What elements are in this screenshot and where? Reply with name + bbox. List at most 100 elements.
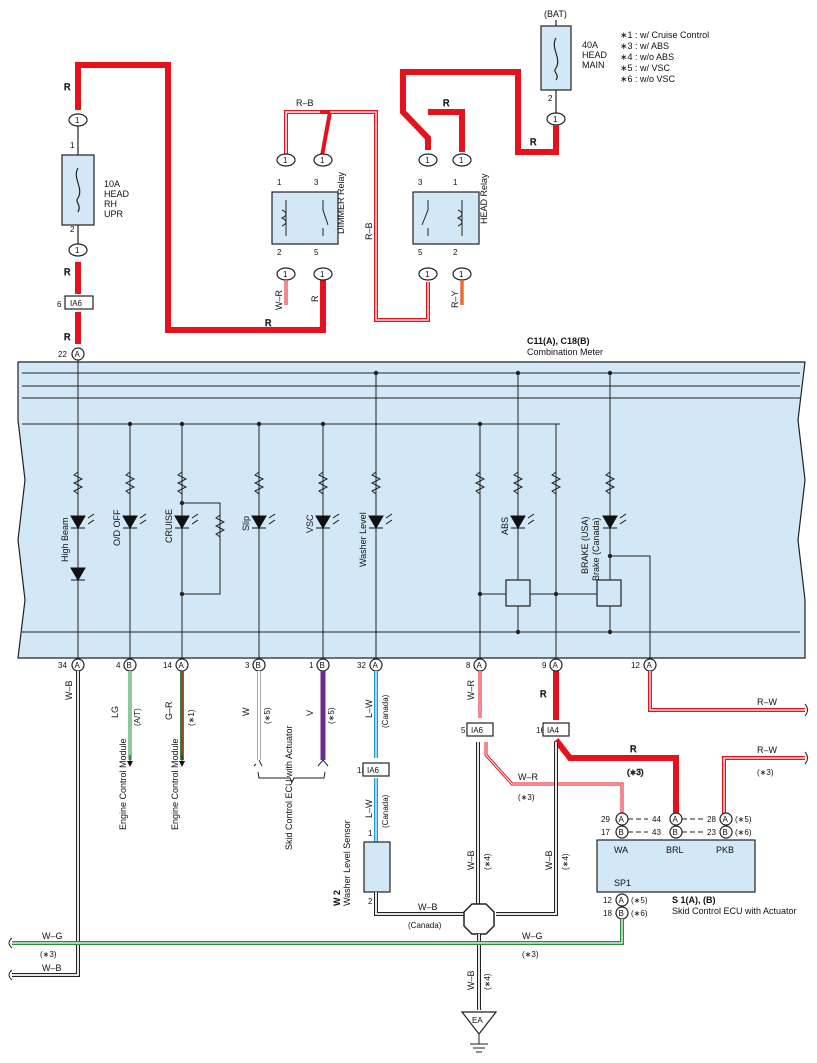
svg-text:B: B (127, 661, 132, 670)
svg-text:3: 3 (418, 178, 423, 187)
wire-label: LG (110, 706, 120, 718)
connector-label: IA6 (471, 726, 484, 735)
indicator-brake-usa: BRAKE (USA) (580, 516, 590, 574)
svg-text:1: 1 (283, 156, 288, 165)
meter-code: C11(A), C18(B) (527, 336, 590, 346)
svg-text:A: A (477, 661, 483, 670)
svg-text:(∗6): (∗6) (631, 909, 648, 918)
ground-label: EA (472, 1016, 483, 1025)
svg-text:44: 44 (652, 815, 661, 824)
note-label: (∗3) (40, 950, 57, 959)
main-fuse-rating: 40A (582, 40, 598, 50)
svg-text:16: 16 (536, 726, 545, 735)
wire-label: V (305, 710, 315, 716)
fuse-name: HEAD (104, 189, 130, 199)
wire-label: L–W (364, 799, 374, 818)
battery-label: (BAT) (544, 9, 567, 19)
svg-text:1: 1 (283, 270, 288, 279)
wire-label: R (310, 295, 320, 302)
legend-item: ∗4 : w/o ABS (620, 52, 674, 62)
svg-text:(∗5): (∗5) (735, 815, 752, 824)
indicator-brake-canada: Brake (Canada) (591, 517, 601, 581)
wire-label: R (64, 267, 71, 277)
note-label: (Canada) (381, 794, 390, 828)
note-label: (∗4) (483, 973, 492, 990)
wire-label: L–W (364, 699, 374, 718)
svg-text:22: 22 (58, 350, 67, 359)
svg-text:23: 23 (707, 828, 716, 837)
wire-label: W (241, 707, 251, 716)
svg-text:(∗5): (∗5) (631, 896, 648, 905)
indicator-slip: Slip (241, 516, 251, 531)
svg-text:2: 2 (368, 897, 373, 906)
svg-text:A: A (673, 815, 679, 824)
wire-label: W–R (466, 680, 476, 701)
ecu-pin-sp1: SP1 (614, 878, 631, 888)
svg-text:A: A (647, 661, 653, 670)
head-relay: 1 1 3 1 HEAD Relay 5 2 1 1 R–Y (412, 153, 489, 308)
connector-label: IA6 (367, 766, 380, 775)
svg-text:5: 5 (461, 726, 466, 735)
wire-label: R (530, 137, 537, 147)
note-label: (Canada) (381, 694, 390, 728)
svg-text:B: B (673, 828, 678, 837)
svg-text:9: 9 (542, 661, 547, 670)
dimmer-relay-label: DIMMER Relay (336, 171, 346, 234)
svg-text:2: 2 (277, 248, 282, 257)
svg-text:A: A (619, 896, 625, 905)
indicator-od-off: O/D OFF (112, 509, 122, 546)
svg-text:12: 12 (603, 896, 612, 905)
svg-text:2: 2 (453, 248, 458, 257)
svg-text:1: 1 (277, 178, 282, 187)
svg-text:A: A (75, 661, 81, 670)
svg-text:1: 1 (425, 156, 430, 165)
wire-label: R (443, 98, 450, 108)
svg-text:1: 1 (368, 829, 373, 838)
note-label: (∗5) (327, 707, 336, 724)
svg-text:B: B (320, 661, 325, 670)
svg-text:29: 29 (601, 815, 610, 824)
svg-text:43: 43 (652, 828, 661, 837)
svg-text:B: B (256, 661, 261, 670)
ground-icon (460, 1011, 498, 1035)
wire-label: W–B (544, 850, 554, 870)
svg-text:A: A (553, 661, 559, 670)
svg-text:A: A (75, 350, 81, 359)
skid-code: S 1(A), (B) (672, 895, 716, 905)
wire-label: W–B (42, 963, 62, 973)
rh-upr-fuse (61, 154, 95, 226)
svg-text:6: 6 (57, 300, 62, 309)
svg-text:A: A (619, 815, 625, 824)
indicator-vsc: VSC (305, 514, 315, 533)
wire-label: R–B (296, 98, 314, 108)
indicator-labels: High Beam O/D OFF CRUISE Slip VSC Washer… (60, 509, 601, 581)
connector-label: IA4 (547, 726, 560, 735)
svg-text:A: A (373, 661, 379, 670)
wire-label: W–B (466, 850, 476, 870)
note-label: (∗3) (757, 768, 774, 777)
svg-text:2: 2 (548, 94, 553, 103)
svg-text:1: 1 (75, 116, 80, 125)
wire-label: W–R (518, 772, 539, 782)
ecu-pin-wa: WA (614, 845, 628, 855)
wire-label: W–G (42, 931, 63, 941)
svg-text:1: 1 (425, 270, 430, 279)
svg-text:B: B (723, 828, 728, 837)
svg-text:1: 1 (553, 115, 558, 124)
svg-text:1: 1 (459, 270, 464, 279)
svg-text:17: 17 (601, 828, 610, 837)
wire-label: R (265, 318, 272, 328)
note-label: (Canada) (408, 921, 442, 930)
note-label: (∗3) (627, 768, 644, 777)
combination-meter-panel (17, 361, 806, 659)
svg-text:A: A (723, 815, 729, 824)
svg-text:A: A (179, 661, 185, 670)
svg-text:B: B (619, 828, 624, 837)
note-label: (∗5) (263, 707, 272, 724)
svg-text:3: 3 (245, 661, 250, 670)
note-label: (∗4) (561, 853, 570, 870)
ecm-label: Engine Control Module (170, 738, 180, 830)
bottom-pins: 34 A 4 B 14 A 3 B 1 B 32 A 8 A 9 A 12 A (58, 658, 657, 672)
ecu-pin-pkb: PKB (716, 845, 734, 855)
